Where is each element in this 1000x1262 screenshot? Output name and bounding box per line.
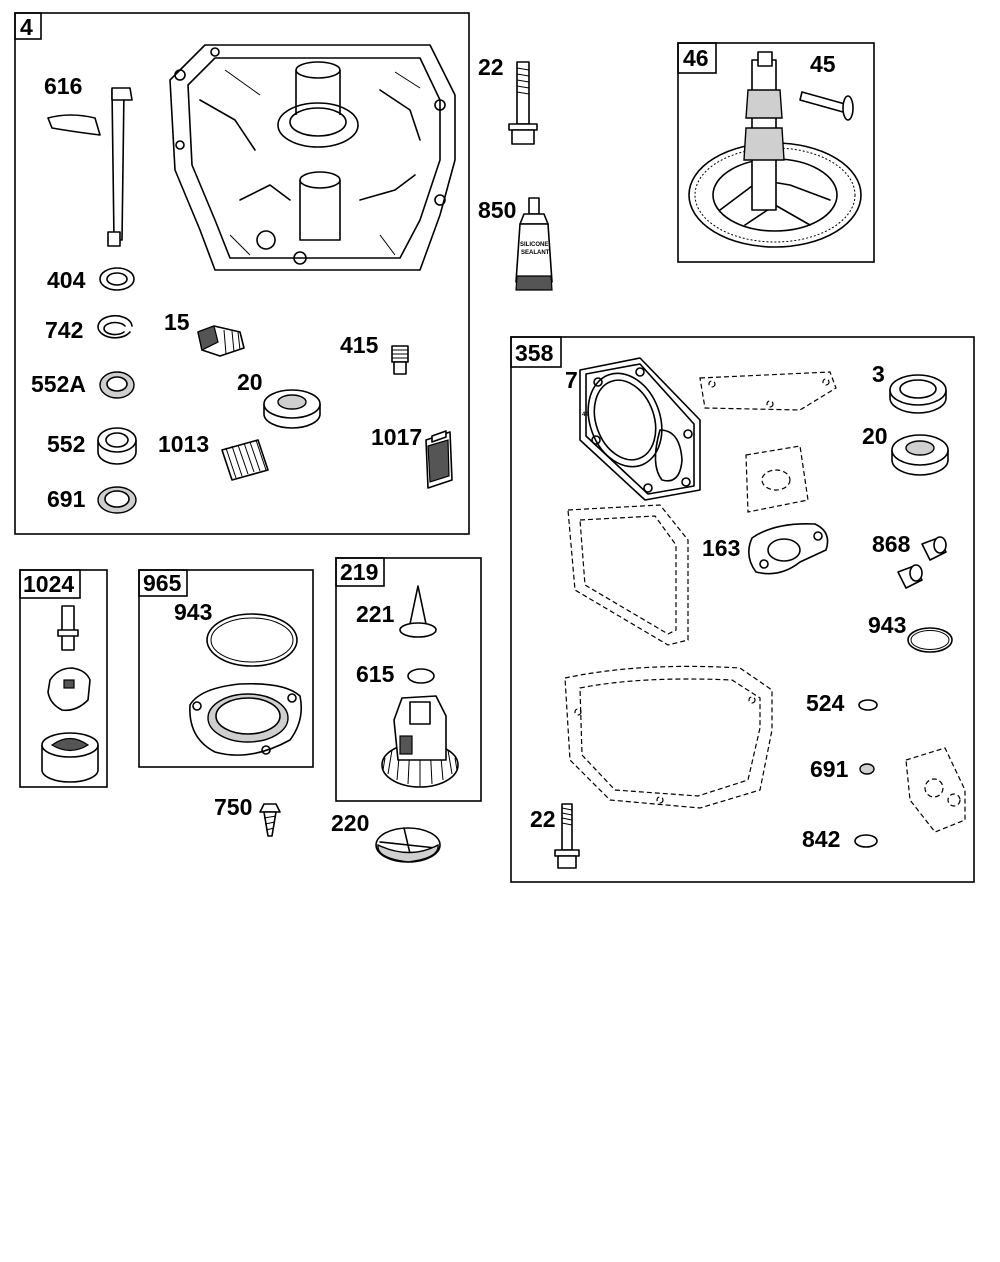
- oil-pump-rotor-inner: [47, 667, 91, 712]
- governor-shaft: [47, 87, 133, 247]
- silicone-sealant-tube: SILICONE SEALANT: [515, 197, 553, 291]
- group-4-frame: [14, 12, 470, 535]
- bolt-22-a: [508, 61, 538, 145]
- part-label-552: 552: [47, 431, 85, 457]
- plug-415: [391, 345, 409, 375]
- bolt-22-b: [554, 803, 580, 869]
- filter-1017: [425, 430, 453, 489]
- group-1024-tag: 1024: [23, 571, 74, 597]
- e-ring-742: [97, 315, 133, 339]
- part-label-404: 404: [47, 267, 86, 293]
- governor-gear: [381, 695, 459, 788]
- group-4-tag: 4: [20, 14, 33, 40]
- seal-552a: [99, 371, 135, 399]
- group-965-tag: 965: [143, 570, 182, 596]
- group-358: 358 7 44: [510, 336, 975, 883]
- ring-615: [407, 668, 435, 684]
- group-1024-tag-box: [19, 569, 81, 599]
- dashed-gasket-flange: [905, 747, 966, 833]
- camshaft-gear: [688, 51, 862, 248]
- ring-842: [854, 834, 878, 848]
- part-label-850: 850: [478, 197, 516, 223]
- part-label-943-b: 943: [174, 599, 212, 625]
- part-label-20-a: 20: [237, 369, 263, 395]
- part-label-524: 524: [806, 690, 845, 716]
- group-358-frame: [510, 336, 975, 883]
- washer-404: [99, 267, 135, 291]
- part-label-615: 615: [356, 661, 395, 687]
- group-358-tag-box: [510, 336, 562, 368]
- part-label-943-a: 943: [868, 612, 906, 638]
- part-label-22-a: 22: [478, 54, 504, 80]
- tube-text-line2: SEALANT: [521, 250, 550, 256]
- seal-3: [889, 374, 947, 414]
- group-219-tag: 219: [340, 559, 378, 585]
- part-label-3: 3: [872, 361, 885, 387]
- ring-524: [858, 699, 878, 711]
- group-965-frame: [138, 569, 314, 768]
- part-label-616: 616: [44, 73, 82, 99]
- part-label-163: 163: [702, 535, 740, 561]
- group-965-tag-box: [138, 569, 188, 597]
- part-label-45: 45: [810, 51, 836, 77]
- o-ring-943-a: [907, 627, 953, 653]
- seal-691-a: [97, 486, 137, 514]
- group-965: 965 943: [138, 569, 314, 768]
- group-1024: 1024: [19, 569, 108, 788]
- part-label-691-a: 691: [47, 486, 86, 512]
- group-219-frame: [335, 557, 482, 802]
- group-46-tag-box: [677, 42, 717, 74]
- dashed-gasket-rocker: [567, 504, 689, 646]
- gasket-mark: 44: [582, 412, 589, 418]
- part-label-221: 221: [356, 601, 395, 627]
- group-4-tag-box: [14, 12, 42, 40]
- part-label-7: 7: [565, 367, 578, 393]
- head-gasket-7: 44: [579, 357, 701, 501]
- dashed-gasket-small: [745, 445, 809, 513]
- group-219-tag-box: [335, 557, 385, 587]
- part-label-220: 220: [331, 810, 369, 836]
- gasket-163: [748, 522, 829, 575]
- part-label-22-b: 22: [530, 806, 556, 832]
- seal-691-b: [859, 763, 875, 775]
- part-label-20-b: 20: [862, 423, 888, 449]
- oil-seal-20-b: [891, 434, 949, 476]
- part-label-1013: 1013: [158, 431, 209, 457]
- part-label-868: 868: [872, 531, 911, 557]
- part-label-15: 15: [164, 309, 190, 335]
- part-label-842: 842: [802, 826, 840, 852]
- tube-text-line1: SILICONE: [520, 242, 548, 248]
- pipe-plug-15: [197, 325, 245, 357]
- screw-750: [259, 803, 281, 837]
- governor-cup-220: [375, 827, 441, 863]
- crankcase-cover: [169, 44, 456, 271]
- dowel-868: [897, 536, 947, 589]
- oil-pump-shaft: [57, 605, 79, 651]
- oil-pump-cover: [189, 682, 303, 756]
- part-label-415: 415: [340, 332, 379, 358]
- o-ring-943-b: [206, 613, 298, 667]
- oil-seal-20-a: [263, 389, 321, 429]
- part-label-552a: 552A: [31, 371, 86, 397]
- spring-1013: [221, 439, 269, 481]
- dashed-gasket-top: [699, 371, 837, 411]
- group-46: 46 45: [677, 42, 875, 263]
- pin-221: [399, 585, 437, 638]
- group-219: 219 221 615: [335, 557, 482, 802]
- group-4: 4 616 4: [14, 12, 470, 535]
- part-label-691-b: 691: [810, 756, 849, 782]
- seal-552: [97, 427, 137, 465]
- group-46-frame: [677, 42, 875, 263]
- part-label-742: 742: [45, 317, 83, 343]
- cam-pin-45: [799, 91, 854, 121]
- dashed-gasket-crankcase: [564, 665, 773, 809]
- group-46-tag: 46: [683, 45, 709, 71]
- part-label-750: 750: [214, 794, 252, 820]
- group-358-tag: 358: [515, 340, 554, 366]
- oil-pump-rotor-outer: [41, 732, 99, 783]
- part-label-1017: 1017: [371, 424, 422, 450]
